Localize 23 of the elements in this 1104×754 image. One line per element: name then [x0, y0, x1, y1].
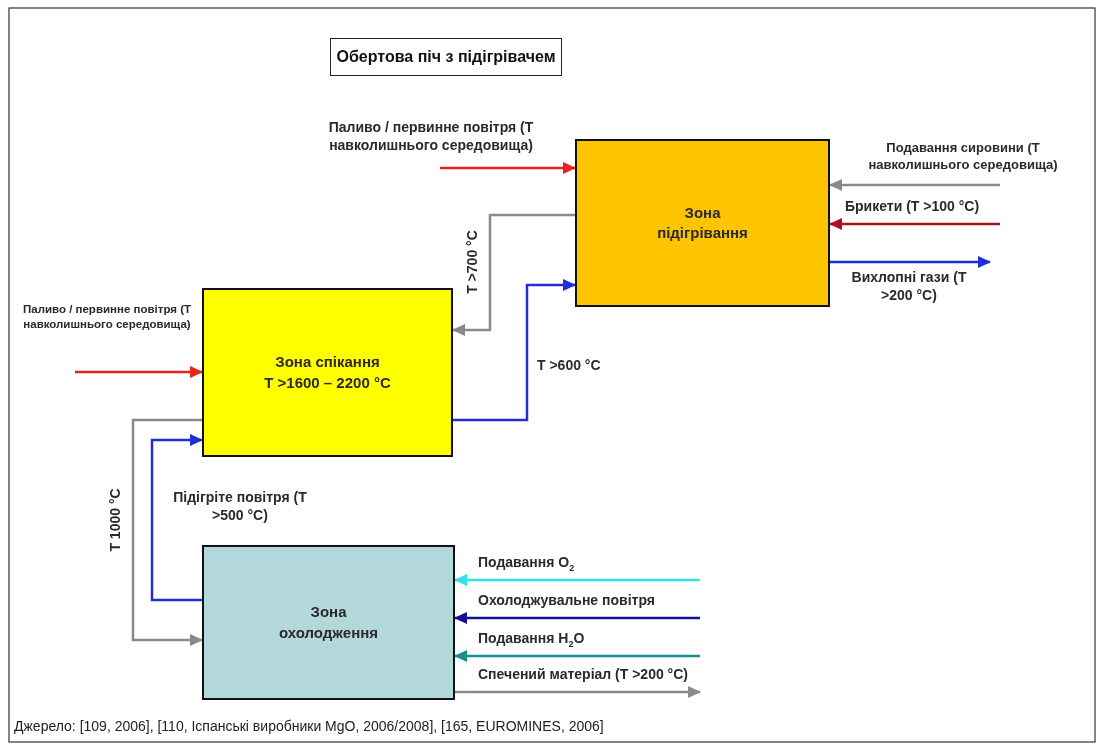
zone-label: T >1600 – 2200 °C	[263, 372, 392, 393]
arrow	[830, 256, 991, 268]
zone-label: Зона охолодження	[278, 602, 379, 643]
arrow	[440, 162, 576, 174]
zone-box	[202, 545, 455, 700]
arrow	[150, 434, 203, 602]
zone-label: Зона спікання	[274, 352, 381, 373]
zone-box	[575, 139, 830, 307]
arrow	[829, 179, 1000, 191]
arrow	[454, 612, 700, 624]
arrow	[131, 418, 203, 646]
arrow	[829, 218, 1000, 230]
arrow	[454, 650, 700, 662]
zone-box	[202, 288, 453, 457]
edge-label: Вихлопні гази (Т >200 °C)	[850, 268, 968, 305]
arrow	[455, 686, 701, 698]
arrow	[452, 213, 575, 336]
zone-label: Зона підігрівання	[656, 202, 749, 243]
arrow	[75, 366, 203, 378]
arrow	[454, 574, 700, 586]
title: Обертова піч з підігрівачем	[330, 38, 562, 76]
source-note: Джерело: [109, 2006], [110, Іспанські виробники MgO, 2006/2008], [165, EUROMINES, 2006]	[14, 718, 604, 734]
arrow	[453, 279, 576, 422]
